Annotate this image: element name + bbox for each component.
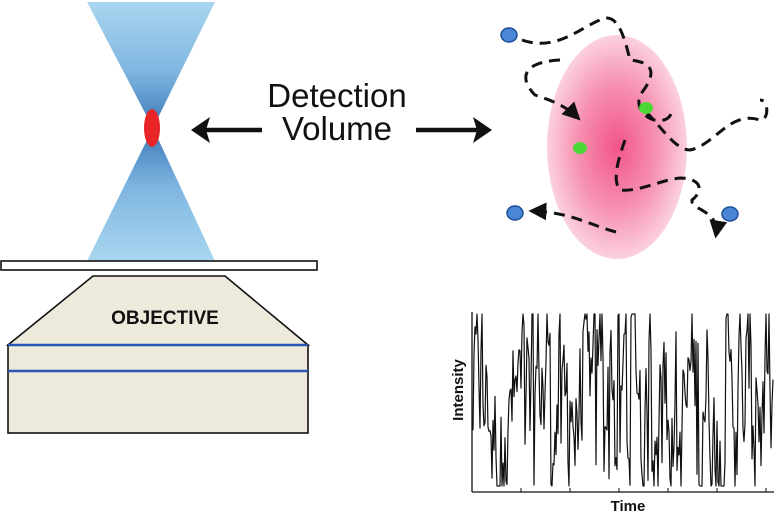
trace-signal-line [472,313,774,487]
trace-ylabel: Intensity [450,359,467,421]
beam-lower-cone [87,128,215,261]
particle-green-right [639,102,653,114]
path-center-down [614,139,728,239]
objective-label: OBJECTIVE [111,308,219,329]
intensity-trace-plot: Time Intensity [450,312,774,515]
detection-label-line1: Detection [267,77,406,114]
laser-beam [87,2,215,261]
cover-slip [0,260,318,271]
arrow-right-icon [416,117,492,143]
path-top-left [521,16,674,123]
path-bottom-left [528,202,617,234]
particle-blue-top-left [500,27,518,43]
focal-spot [144,109,160,147]
objective-lens: OBJECTIVE [5,275,311,434]
detection-volume-ellipse [547,35,687,259]
objective-body [7,344,309,434]
trace-x-ticks [520,488,767,492]
diffusion-paths [521,16,769,239]
particle-blue-bottom-right [721,206,739,222]
detection-label-line2: Volume [282,110,392,147]
beam-upper-cone [87,2,215,128]
path-left-loop [524,58,581,121]
detection-volume-callout: Detection Volume [191,77,492,147]
arrow-left-icon [191,117,262,143]
magnified-volume [500,16,769,259]
particle-green-left [573,142,587,154]
path-right-wander [644,98,769,152]
trace-xlabel: Time [611,498,646,515]
particle-blue-bottom-left [506,205,524,221]
